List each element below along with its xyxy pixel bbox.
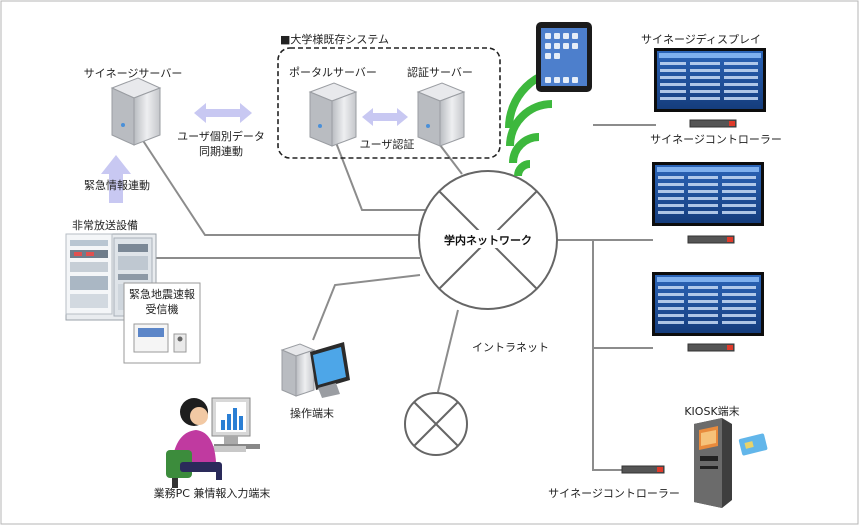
eew-receiver-label-line1: 緊急地震速報 — [129, 287, 195, 301]
business-pc-label: 業務PC 兼情報入力端末 — [154, 486, 271, 500]
emergency-up-arrow-icon — [101, 155, 131, 203]
business-pc-user-icon — [166, 397, 260, 488]
line-auth-server — [439, 144, 463, 175]
auth-server-icon — [416, 82, 466, 147]
kiosk-terminal-icon — [694, 418, 732, 508]
signage-display-label: サイネージディスプレイ — [641, 32, 761, 46]
tablet-icon — [536, 22, 592, 92]
signage-controller-3-icon — [687, 343, 735, 352]
broadcast-equipment-icon — [65, 233, 157, 321]
user-sync-label-line2: 同期連動 — [199, 144, 243, 158]
portal-server-icon — [308, 82, 358, 147]
ic-card-icon — [738, 433, 768, 456]
intranet-label: イントラネット — [472, 341, 549, 354]
auth-server-label: 認証サーバー — [407, 65, 473, 79]
signage-server-icon — [110, 77, 162, 146]
line-operation-terminal — [312, 274, 421, 341]
existing-system-label: ■大学様既存システム — [280, 32, 389, 46]
auth-double-arrow-icon — [362, 108, 408, 126]
line-signage-server — [137, 132, 430, 236]
portal-server-label: ポータルサーバー — [289, 66, 377, 79]
intranet-node — [404, 392, 468, 456]
line-intranet — [435, 309, 459, 401]
sync-double-arrow-icon — [194, 103, 252, 123]
existing-system-box — [277, 47, 501, 159]
signage-display-1-icon — [654, 48, 766, 112]
signage-controller-bottom-label: サイネージコントローラー — [548, 487, 680, 500]
broadcast-equipment-label: 非常放送設備 — [72, 218, 138, 232]
signage-controller-top-label: サイネージコントローラー — [650, 133, 782, 146]
user-sync-label-line1: ユーザ個別データ — [177, 129, 265, 143]
campus-network-label: 学内ネットワーク — [444, 233, 532, 247]
signage-server-label: サイネージサーバー — [84, 67, 183, 80]
kiosk-label: KIOSK端末 — [684, 404, 739, 418]
operation-terminal-icon — [280, 342, 350, 398]
line-portal-server — [334, 139, 430, 211]
user-auth-label: ユーザ認証 — [360, 137, 415, 151]
eew-receiver-label-line2: 受信機 — [146, 302, 179, 316]
campus-network-node — [418, 170, 558, 310]
line-trunk-right — [556, 239, 662, 471]
signage-controller-4-icon — [621, 465, 665, 474]
signage-display-2-icon — [652, 162, 764, 226]
signage-display-3-icon — [652, 272, 764, 336]
signage-controller-2-icon — [687, 235, 735, 244]
connection-lines — [137, 124, 662, 471]
eew-receiver-icon — [133, 323, 187, 353]
signage-controller-1-icon — [689, 119, 737, 128]
emergency-link-label: 緊急情報連動 — [84, 178, 150, 192]
operation-terminal-label: 操作端末 — [290, 406, 334, 420]
